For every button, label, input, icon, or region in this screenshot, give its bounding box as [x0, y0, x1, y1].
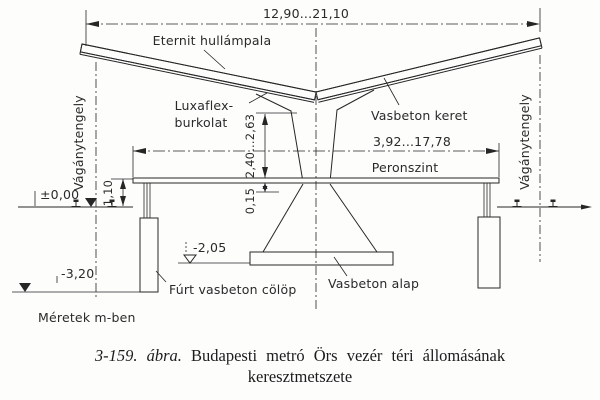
- foundation-label: Vasbeton alap: [328, 276, 419, 291]
- track-axis-left: Vágánytengely: [71, 62, 97, 300]
- roof-panel-right: [315, 37, 543, 103]
- caption-title: Budapesti metró Örs vezér téri állomásán…: [191, 346, 506, 365]
- level-pile-text: -3,20: [61, 266, 94, 281]
- dim-platform-height: 1,10: [101, 178, 133, 206]
- dim-clearance: 2,40...2,63: [243, 112, 297, 178]
- rail-icon: [107, 199, 117, 207]
- rail-icon: [71, 199, 81, 207]
- label-foundation: Vasbeton alap: [328, 256, 419, 291]
- level-zero-text: ±0,00: [40, 187, 79, 202]
- level-foundation-marker: -2,05: [178, 240, 250, 264]
- dim-slab-thickness: 0,15: [243, 183, 279, 214]
- ceiling-label-line1: Luxaflex-: [175, 98, 234, 113]
- frame-label: Vasbeton keret: [371, 108, 468, 123]
- dim-roof-span: 12,90...21,10: [85, 6, 541, 46]
- track-axis-right: Vágánytengely: [517, 55, 541, 262]
- level-zero-marker: ±0,00: [34, 187, 97, 207]
- label-frame: Vasbeton keret: [371, 77, 468, 123]
- label-roof-sheet: Eternit hullámpala: [153, 33, 272, 70]
- platform-span-dim-text: 3,92...17,78: [373, 134, 451, 149]
- pile-right: [477, 183, 501, 289]
- ground-right: [497, 199, 592, 210]
- track-axis-left-label: Vágánytengely: [71, 95, 86, 191]
- figure-caption: 3-159. ábra. Budapesti metró Örs vezér t…: [0, 346, 600, 387]
- rail-icon: [512, 199, 522, 207]
- roof-sheet-label: Eternit hullámpala: [153, 33, 272, 48]
- ceiling-label-line2: burkolat: [174, 115, 227, 130]
- caption-line1: 3-159. ábra. Budapesti metró Örs vezér t…: [0, 346, 600, 367]
- foundation-slab: [249, 251, 394, 266]
- label-pile: Fúrt vasbeton cölöp: [155, 270, 296, 297]
- roof-panel-left: [79, 43, 317, 103]
- clearance-dim-text: 2,40...2,63: [243, 114, 257, 178]
- units-note: Méretek m-ben: [38, 310, 136, 325]
- pile-left: [139, 183, 159, 293]
- platform-height-dim-text: 1,10: [101, 180, 115, 206]
- rail-icon: [548, 199, 558, 207]
- label-ceiling: Luxaflex- burkolat: [174, 92, 268, 130]
- level-pile-marker: -3,20: [12, 266, 140, 293]
- slab-thickness-dim-text: 0,15: [243, 188, 257, 214]
- caption-figure-number: 3-159. ábra.: [94, 346, 182, 365]
- caption-line2: keresztmetszete: [247, 366, 353, 386]
- ground-left: [18, 199, 133, 208]
- rc-frame-column: [255, 89, 378, 253]
- dim-platform-span: 3,92...17,78: [132, 134, 500, 177]
- roof-span-dim-text: 12,90...21,10: [263, 6, 349, 21]
- pile-label: Fúrt vasbeton cölöp: [169, 282, 296, 297]
- level-foundation-text: -2,05: [193, 240, 226, 255]
- track-axis-right-label: Vágánytengely: [517, 94, 532, 190]
- platform-label: Peronszint: [372, 160, 439, 175]
